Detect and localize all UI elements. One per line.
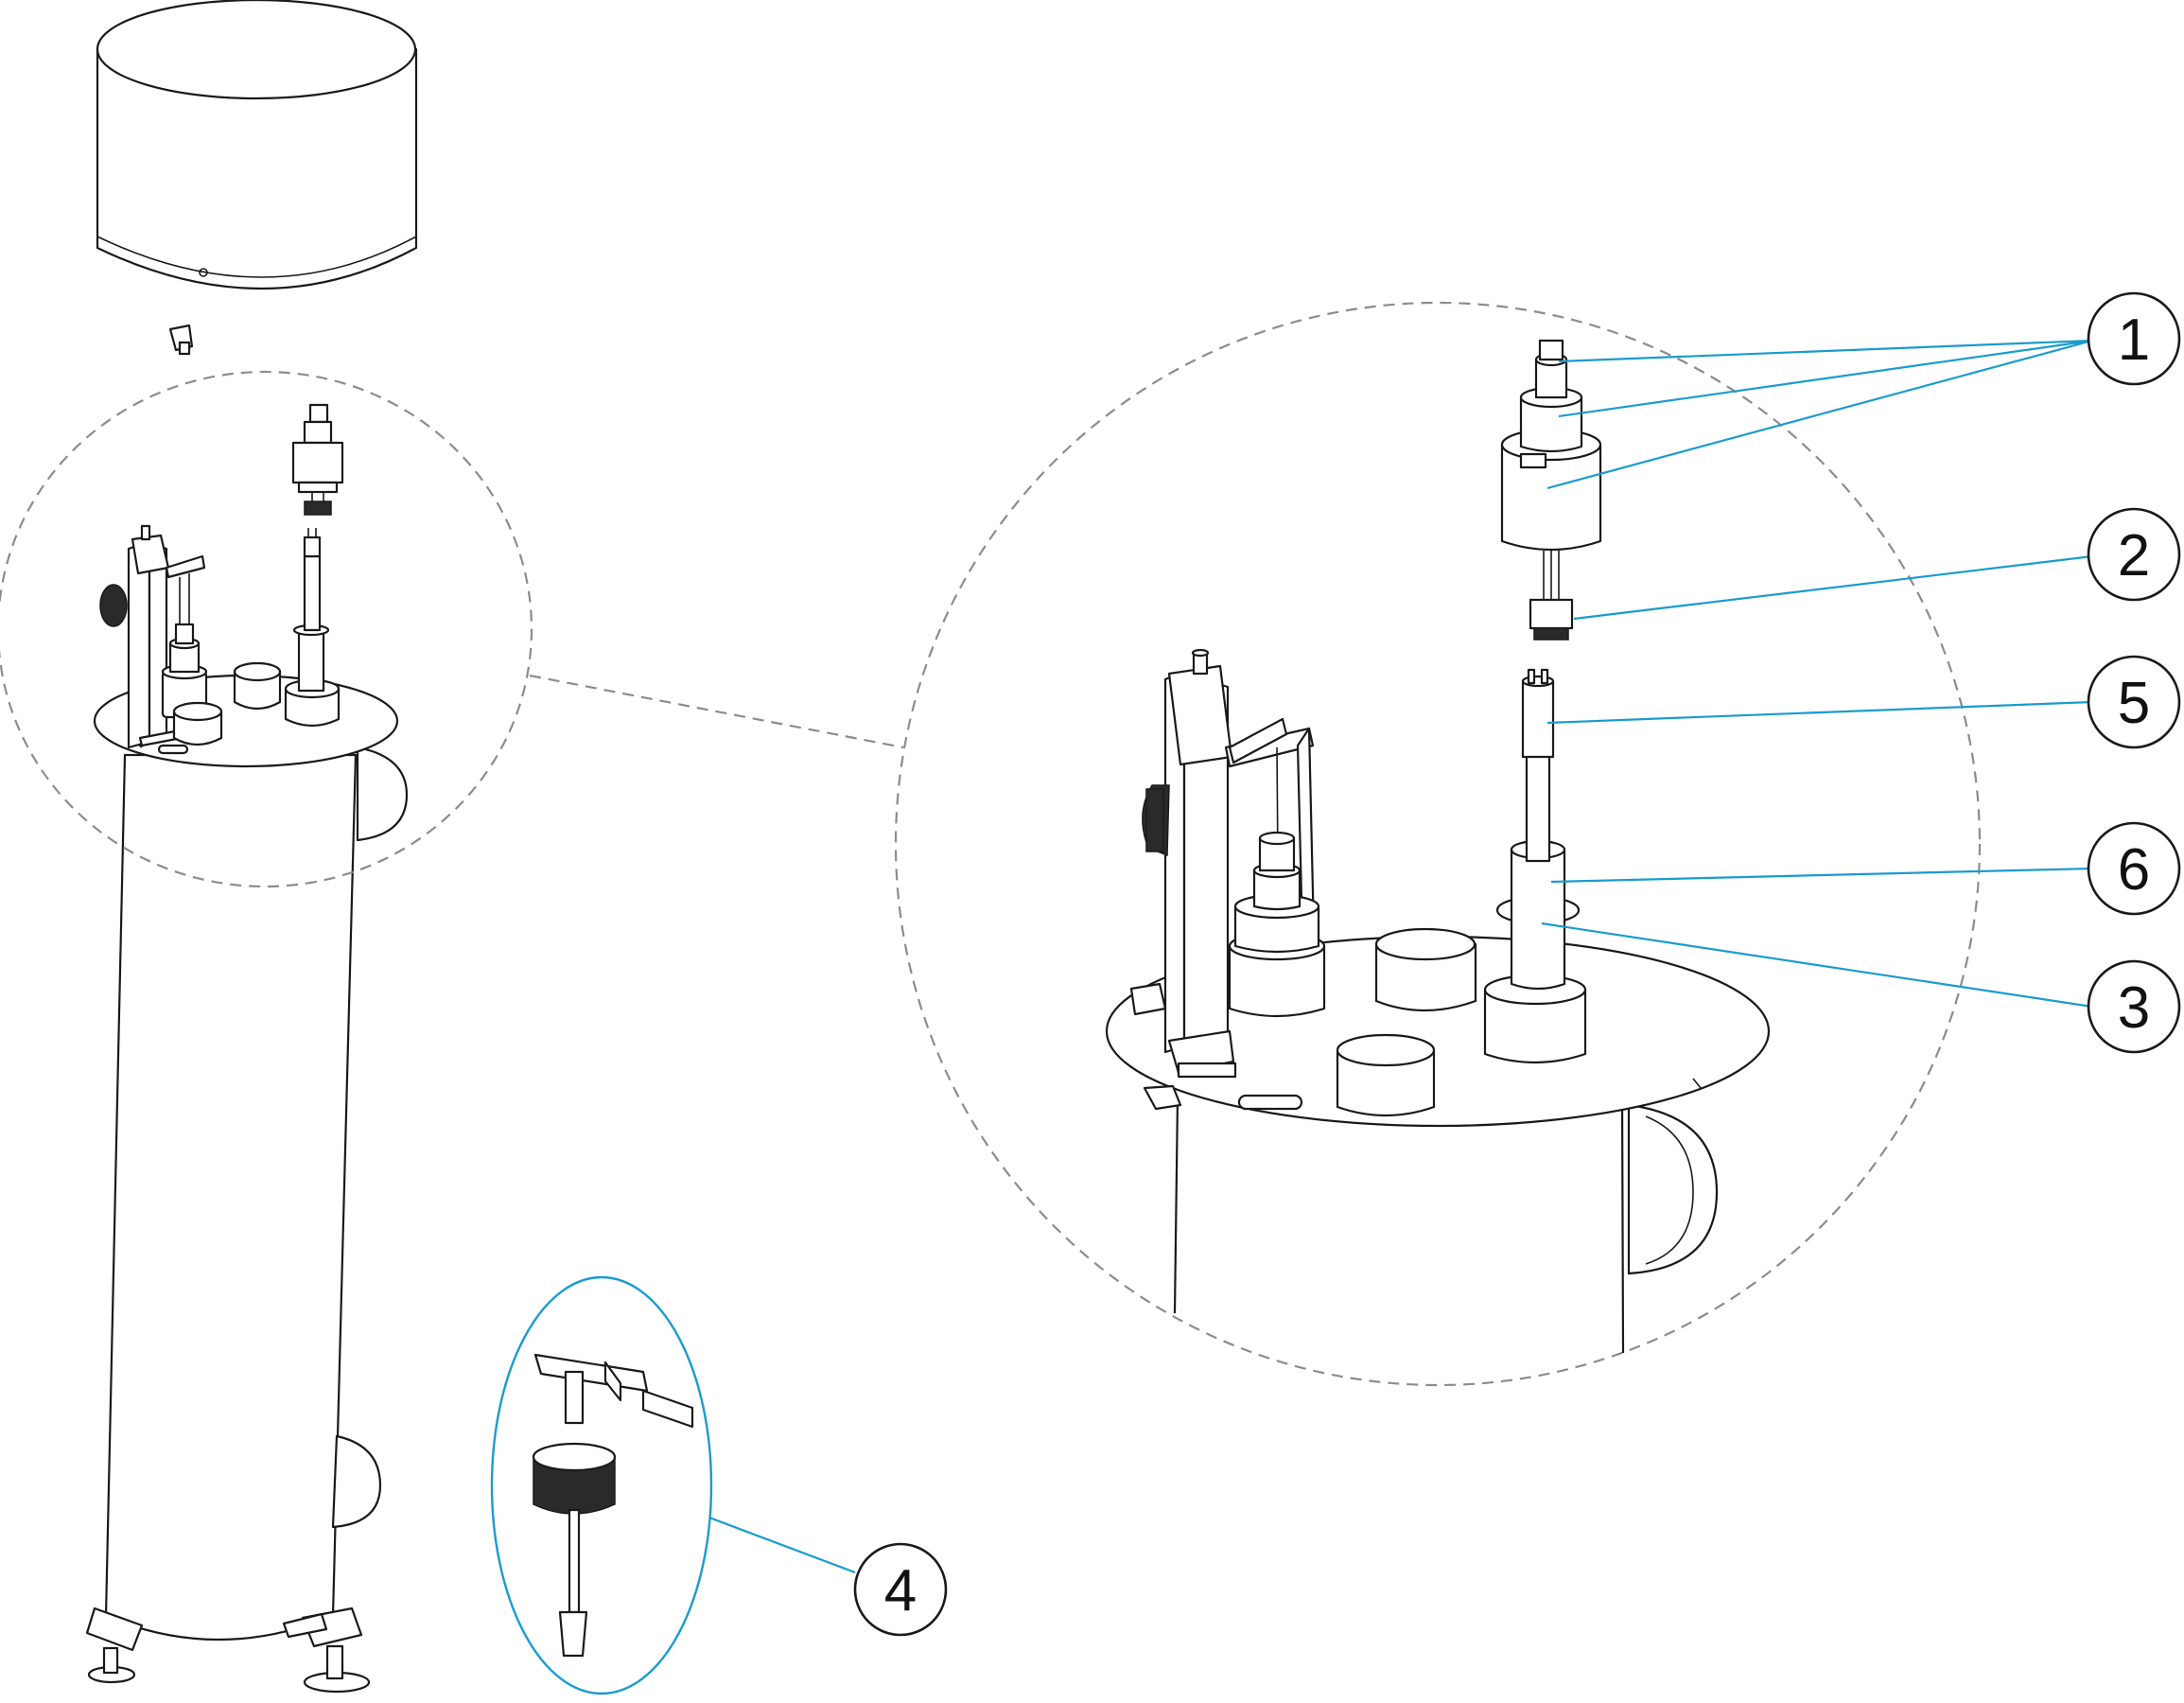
electrode-left [292,528,330,693]
sleeve-rings-detail [1336,927,1587,1117]
sensor-fitting-left [161,623,208,719]
exploded-fitting-left [291,403,344,516]
leader-line-1b [1558,339,2093,418]
callout-3: 3 [2087,959,2181,1054]
leader-line-1c [1546,339,2093,490]
magnified-view-indicator [0,301,1982,1387]
leader-line-6 [1550,867,2093,884]
probe-part [532,1353,694,1658]
gasket-and-sleeve-detail [1495,839,1581,991]
leader-line-4 [708,1516,856,1574]
leader-lines [708,339,2093,1574]
sleeve-rings [172,661,341,746]
callout-label-2: 2 [2118,523,2150,588]
leader-line-2 [1573,554,2093,621]
callout-5: 5 [2087,655,2181,749]
callout-1: 1 [2087,291,2181,386]
callout-label-5: 5 [2118,671,2150,736]
callout-label-1: 1 [2118,307,2150,373]
top-cover [96,0,418,290]
reactor-column [85,746,409,1694]
probe-inset [490,1275,713,1695]
connector-detail [1529,551,1574,641]
probe-inset-ring [490,1275,713,1695]
detail-connector-line [529,674,904,749]
callout-label-4: 4 [884,1558,917,1624]
column-detail [1173,1097,1719,1354]
magnified-assembly [1105,339,1771,1354]
leader-line-1a [1558,339,2093,363]
electrode-detail [1521,668,1555,863]
detail-ring-large [894,301,1982,1387]
leader-line-3 [1541,922,2093,1009]
callout-4: 4 [853,1542,948,1637]
compression-fitting-detail [1500,339,1602,552]
callout-2: 2 [2087,507,2181,602]
thumbscrew [168,324,194,356]
sensor-fitting-detail [1228,831,1326,1018]
callout-label-6: 6 [2118,837,2150,903]
callout-6: 6 [2087,821,2181,916]
full-assembly [85,0,418,1694]
callout-label-3: 3 [2118,975,2150,1041]
leader-line-5 [1546,700,2093,725]
detail-ring-small [0,370,533,888]
